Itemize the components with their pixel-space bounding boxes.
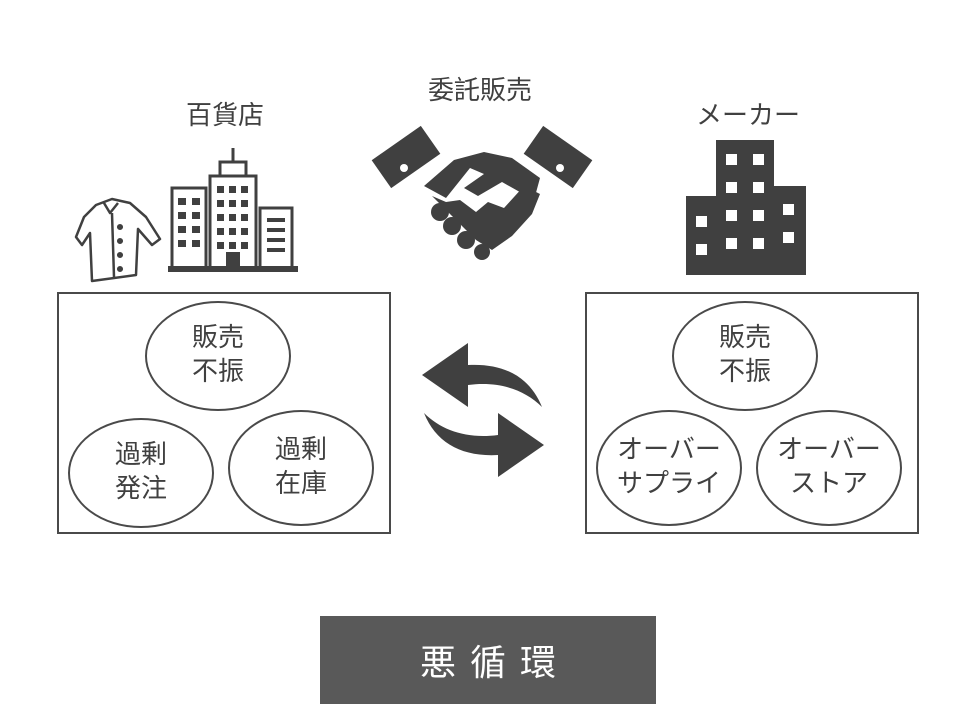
oval-text-line: 販売 <box>191 323 244 354</box>
maker-building-icon <box>686 140 806 275</box>
oval-text-line: 不振 <box>191 357 244 387</box>
oval-text-line: ストア <box>789 469 868 499</box>
oval-text-line: 過剰 <box>274 435 327 466</box>
maker-label: メーカー <box>695 101 800 131</box>
oval-text-line: 不振 <box>718 357 771 387</box>
excess-inventory-oval: 過剰 在庫 <box>228 410 374 526</box>
oversupply-oval: オーバー サプライ <box>596 410 742 526</box>
consignment-label: 委託販売 <box>427 76 532 106</box>
oval-text-line: サプライ <box>616 469 721 499</box>
oval-text-line: 過剰 <box>114 440 167 471</box>
overstore-oval: オーバー ストア <box>756 410 902 526</box>
excess-order-oval: 過剰 発注 <box>68 418 214 528</box>
shirt-icon <box>74 197 162 283</box>
cycle-arrows-icon <box>422 343 544 477</box>
sales-slump-oval-right: 販売 不振 <box>672 301 818 411</box>
vicious-cycle-banner: 悪循環 <box>320 616 656 704</box>
oval-text-line: 発注 <box>114 474 167 504</box>
department-store-building-icon <box>168 148 298 272</box>
oval-text-line: オーバー <box>777 435 881 466</box>
handshake-icon <box>371 125 593 260</box>
oval-text-line: 販売 <box>718 323 771 354</box>
oval-text-line: オーバー <box>617 435 721 466</box>
oval-text-line: 在庫 <box>274 469 327 499</box>
sales-slump-oval-left: 販売 不振 <box>145 301 291 411</box>
department-store-label: 百貨店 <box>185 101 264 131</box>
